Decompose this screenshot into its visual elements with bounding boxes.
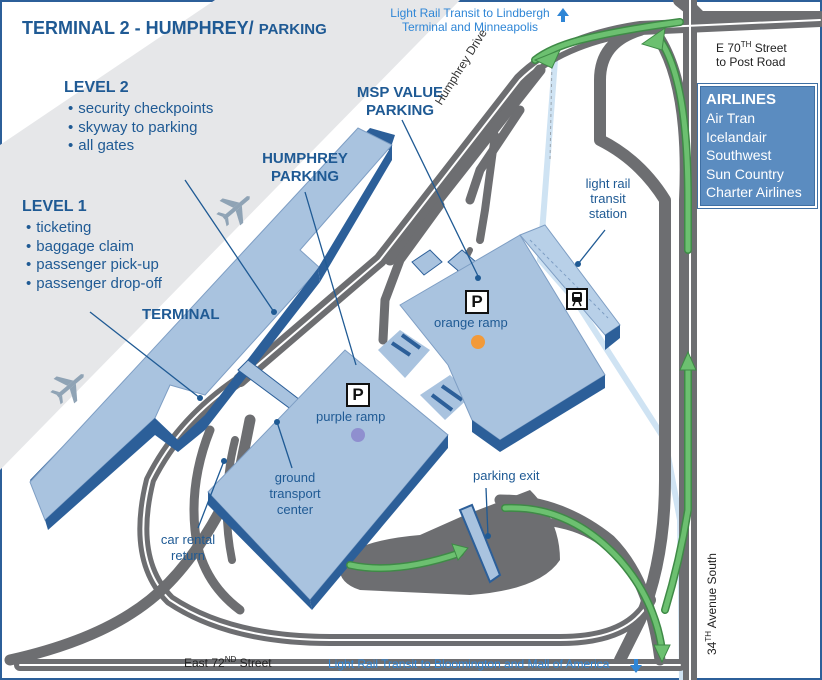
lrt-north-label: Light Rail Transit to Lindbergh Terminal… (380, 6, 560, 34)
exit-booth (458, 503, 502, 584)
lrt-arrows (557, 8, 642, 673)
car-rental-line1: car rental (160, 532, 216, 547)
airlines-heading: AIRLINES (706, 91, 777, 108)
humphrey-parking-line2: PARKING (270, 168, 340, 185)
ground-line1: ground (274, 470, 316, 485)
route-arrows (451, 26, 697, 664)
ground-line2: transport (269, 486, 321, 501)
airline-item: Icelandair (706, 128, 767, 145)
ave34-sup: TH (704, 630, 713, 642)
ave34-part2: Avenue South (705, 553, 719, 631)
msp-value-parking-label: MSP VALUE PARKING (345, 84, 455, 120)
msp-value-line2: PARKING (365, 102, 435, 119)
terminal-building (29, 127, 395, 530)
value-parking-building (399, 224, 621, 452)
level1-list: ticketing baggage claim passenger pick-u… (26, 219, 162, 293)
map-title: TERMINAL 2 - HUMPHREY/ PARKING (22, 18, 327, 39)
ave34-part1: 34 (705, 641, 719, 655)
humphrey-parking-building (207, 349, 449, 610)
lr-station-line2: transit (590, 191, 626, 206)
car-rental-line2: return (171, 548, 205, 563)
car-rental-return-label: car rental return (148, 532, 228, 564)
34th-avenue-label: 34TH Avenue South (704, 553, 719, 655)
level2-item: skyway to parking (68, 119, 213, 138)
airline-item: Sun Country (706, 165, 784, 182)
humphrey-parking-label: HUMPHREY PARKING (250, 150, 360, 186)
airlines-panel: AIRLINES Air Tran Icelandair Southwest S… (700, 86, 815, 206)
airline-item: Southwest (706, 147, 772, 163)
e72-part2: Street (236, 656, 272, 670)
ground-transport-label: ground transport center (255, 470, 335, 518)
level1-item: passenger drop-off (26, 275, 162, 294)
parking-sign-icon: P (465, 290, 489, 314)
e70-street-label: E 70TH Street to Post Road (716, 38, 787, 69)
green-routes (346, 18, 692, 654)
parking-sign-icon: P (346, 383, 370, 407)
down-arrow-icon (630, 659, 642, 673)
level2-list: security checkpoints skyway to parking a… (68, 100, 213, 156)
leader-dots (197, 261, 581, 539)
airplane-icon (216, 196, 250, 227)
lr-station-line3: station (588, 206, 628, 221)
purple-ramp-label: purple ramp (316, 409, 386, 424)
level1-item: ticketing (26, 219, 162, 238)
orange-ramp-label: orange ramp (434, 315, 508, 330)
purple-ramp-marker (351, 428, 365, 442)
e72-street-label: East 72ND Street (184, 655, 272, 670)
level2-item: all gates (68, 137, 213, 156)
rail-dash (549, 59, 553, 161)
level1-heading: LEVEL 1 (22, 198, 87, 215)
parking-exit-label: parking exit (473, 468, 540, 483)
airplane-icon (50, 374, 84, 405)
title-main: TERMINAL 2 - HUMPHREY/ (22, 18, 254, 38)
airline-item: Charter Airlines (706, 184, 802, 200)
lrt-north-line2: Terminal and Minneapolis (401, 20, 539, 34)
lr-station-line1: light rail (585, 176, 631, 191)
e70-part2: Street (751, 41, 787, 55)
level2-heading: LEVEL 2 (64, 79, 129, 96)
light-rail-station-label: light rail transit station (568, 176, 648, 221)
orange-ramp-marker (471, 335, 485, 349)
title-sub: PARKING (258, 21, 327, 38)
lrt-south-label: Light Rail Transit to Bloomington and Ma… (328, 657, 610, 671)
lrt-north-line1: Light Rail Transit to Lindbergh (390, 6, 550, 20)
airplane-icons (50, 196, 250, 405)
e70-part1: E 70 (716, 41, 741, 55)
up-arrow-icon (557, 8, 569, 22)
airline-item: Air Tran (706, 110, 756, 126)
leader-lines (89, 119, 606, 537)
e70-line2: to Post Road (716, 55, 786, 69)
humphrey-parking-line1: HUMPHREY (262, 150, 348, 167)
level1-item: baggage claim (26, 238, 162, 257)
e72-sup: ND (224, 655, 237, 664)
e72-part1: East 72 (184, 656, 225, 670)
ground-line3: center (276, 502, 314, 517)
msp-value-line1: MSP VALUE (356, 84, 444, 101)
e70-sup: TH (740, 40, 752, 49)
terminal-label: TERMINAL (142, 306, 220, 323)
level1-item: passenger pick-up (26, 256, 162, 275)
train-icon (566, 288, 588, 310)
level2-item: security checkpoints (68, 100, 213, 119)
